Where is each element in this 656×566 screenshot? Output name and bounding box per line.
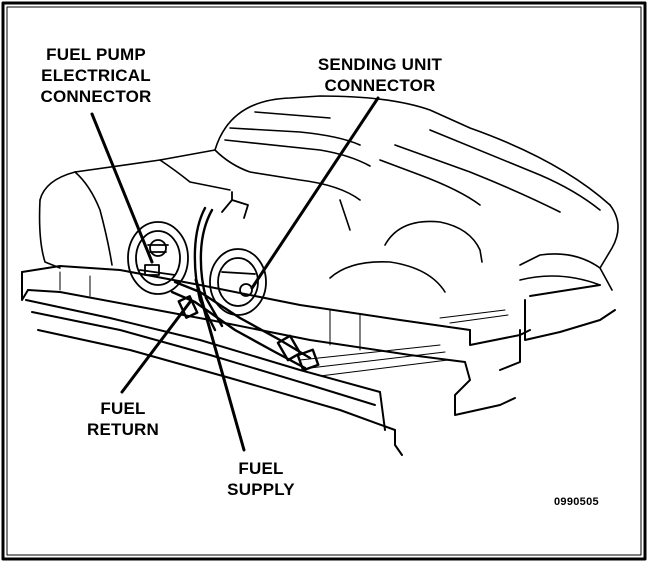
label-fuel-supply-line-1: FUEL [238, 459, 284, 478]
tank-front-wall [21, 265, 616, 456]
vent-fitting [221, 191, 249, 219]
label-sending-unit-line-1: SENDING UNIT [317, 55, 443, 74]
frame-inner [6, 6, 642, 556]
fuel-lines [170, 206, 320, 372]
fuel-tank [38, 95, 619, 293]
label-fuel-return-line-2: RETURN [86, 420, 160, 439]
label-fuel-supply: FUEL SUPPLY [206, 458, 316, 500]
label-fuel-return: FUEL RETURN [68, 398, 178, 440]
figure-code: 0990505 [554, 496, 599, 508]
fuel-pump-module [127, 221, 189, 295]
leader-fuel-pump [90, 112, 154, 264]
label-fuel-pump-line-1: FUEL PUMP [46, 45, 146, 64]
sending-unit [209, 248, 267, 316]
label-fuel-supply-line-2: SUPPLY [227, 480, 295, 499]
label-fuel-pump-line-2: ELECTRICAL [41, 66, 151, 85]
leader-fuel-return [120, 300, 192, 394]
strap-hatching [59, 271, 509, 377]
label-fuel-pump-line-3: CONNECTOR [40, 87, 152, 106]
leader-lines [90, 96, 380, 452]
leader-fuel-supply [194, 278, 246, 452]
label-fuel-pump-connector: FUEL PUMP ELECTRICAL CONNECTOR [26, 44, 166, 107]
leader-sending-unit [250, 96, 380, 290]
label-sending-unit-line-2: CONNECTOR [324, 76, 436, 95]
label-fuel-return-line-1: FUEL [100, 399, 146, 418]
frame-outer [1, 1, 647, 561]
label-sending-unit-connector: SENDING UNIT CONNECTOR [300, 54, 460, 96]
